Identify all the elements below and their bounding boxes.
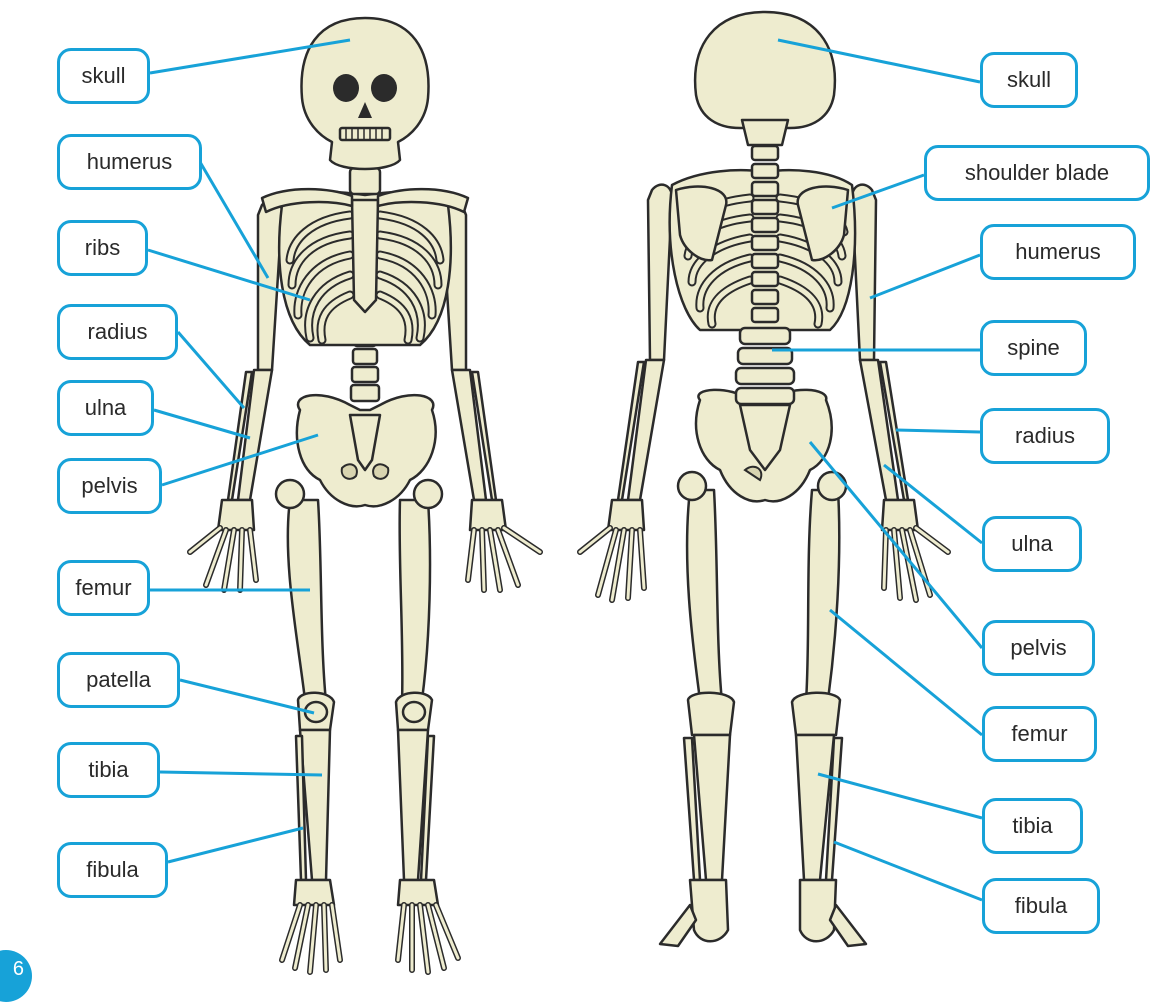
back-legs <box>660 472 866 946</box>
front-skeleton <box>190 18 540 972</box>
label-front-pelvis: pelvis <box>57 458 162 514</box>
label-back-radius: radius <box>980 408 1110 464</box>
front-neck <box>350 168 380 194</box>
label-back-pelvis: pelvis <box>982 620 1095 676</box>
label-front-radius: radius <box>57 304 178 360</box>
label-back-tibia: tibia <box>982 798 1083 854</box>
label-back-skull: skull <box>980 52 1078 108</box>
label-front-ribs: ribs <box>57 220 148 276</box>
leader-lines <box>148 40 982 900</box>
label-front-fibula: fibula <box>57 842 168 898</box>
label-back-shoulder-blade: shoulder blade <box>924 145 1150 201</box>
label-back-femur: femur <box>982 706 1097 762</box>
label-front-skull: skull <box>57 48 150 104</box>
label-back-ulna: ulna <box>982 516 1082 572</box>
label-front-humerus: humerus <box>57 134 202 190</box>
label-back-spine: spine <box>980 320 1087 376</box>
back-skull <box>695 12 835 145</box>
label-front-femur: femur <box>57 560 150 616</box>
front-legs <box>276 480 458 972</box>
label-back-humerus: humerus <box>980 224 1136 280</box>
label-front-ulna: ulna <box>57 380 154 436</box>
label-front-tibia: tibia <box>57 742 160 798</box>
front-ribcage <box>262 189 468 345</box>
back-skeleton <box>580 12 948 946</box>
front-skull <box>302 18 429 169</box>
label-back-fibula: fibula <box>982 878 1100 934</box>
label-front-patella: patella <box>57 652 180 708</box>
